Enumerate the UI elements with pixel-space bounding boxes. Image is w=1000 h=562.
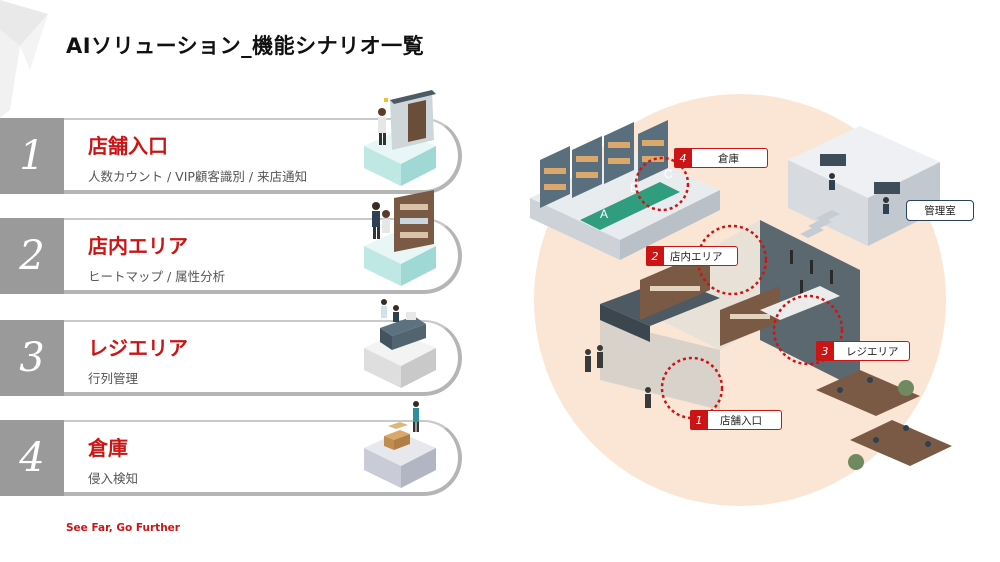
footer-tagline: See Far, Go Further — [66, 522, 180, 534]
scenario-card-4[interactable]: 4 倉庫 侵入検知 — [0, 401, 462, 496]
map-label-warehouse[interactable]: 4 倉庫 — [674, 148, 768, 168]
map-label-number: 1 — [690, 410, 708, 430]
warehouse-area: A B C — [530, 120, 720, 260]
shelf-letter-c: C — [664, 167, 673, 181]
scenario-card-2[interactable]: 2 店内エリア ヒートマップ / 属性分析 — [0, 190, 462, 294]
camera-zone-entrance — [660, 356, 724, 420]
scenario-card-3[interactable]: 3 レジエリア 行列管理 — [0, 299, 462, 396]
map-label-control-room[interactable]: 管理室 — [906, 200, 974, 221]
camera-zone-warehouse — [634, 156, 690, 212]
map-label-number: 2 — [646, 246, 664, 266]
map-label-entrance[interactable]: 1 店舗入口 — [690, 410, 782, 430]
scenario-subtitle: ヒートマップ / 属性分析 — [88, 269, 226, 284]
scenario-number: 2 — [0, 218, 64, 294]
scenario-title: 店内エリア — [88, 234, 188, 258]
map-label-number: 3 — [816, 341, 834, 361]
scenario-title: レジエリア — [88, 336, 188, 360]
control-room — [788, 126, 940, 246]
cafe-seating — [816, 370, 952, 470]
scenario-subtitle: 侵入検知 — [88, 471, 139, 486]
map-label-text: レジエリア — [846, 345, 899, 358]
main-store — [600, 220, 860, 420]
page-title: AIソリューション_機能シナリオ一覧 — [66, 34, 425, 58]
camera-zone-store-floor — [696, 224, 768, 296]
scenario-card-1[interactable]: 1 店舗入口 人数カウント / VIP顧客識別 / 来店通知 — [0, 90, 462, 194]
scenario-subtitle: 人数カウント / VIP顧客識別 / 来店通知 — [88, 169, 308, 184]
shelf-letter-a: A — [600, 207, 608, 221]
scenario-number: 3 — [0, 320, 64, 396]
corner-logo — [0, 0, 48, 118]
map-label-register[interactable]: 3 レジエリア — [816, 341, 910, 361]
warehouse-illustration — [364, 401, 436, 488]
camera-zone-register — [772, 294, 844, 366]
map-label-text: 店内エリア — [670, 250, 723, 263]
scenario-subtitle: 行列管理 — [88, 371, 139, 386]
store-entrance-illustration — [364, 90, 436, 186]
store-scene-illustration: A B C — [530, 94, 952, 506]
scenario-number: 4 — [0, 420, 64, 496]
store-floor-illustration — [364, 190, 436, 286]
register-area-illustration — [364, 299, 436, 388]
map-label-store-floor[interactable]: 2 店内エリア — [646, 246, 738, 266]
scenario-title: 店舗入口 — [88, 134, 168, 158]
map-label-text: 店舗入口 — [720, 414, 762, 427]
shelf-letter-b: B — [630, 181, 638, 195]
scenario-title: 倉庫 — [88, 436, 128, 460]
map-label-number: 4 — [674, 148, 692, 168]
scenario-number: 1 — [0, 118, 64, 194]
map-label-text: 倉庫 — [718, 152, 739, 165]
people — [585, 345, 651, 408]
